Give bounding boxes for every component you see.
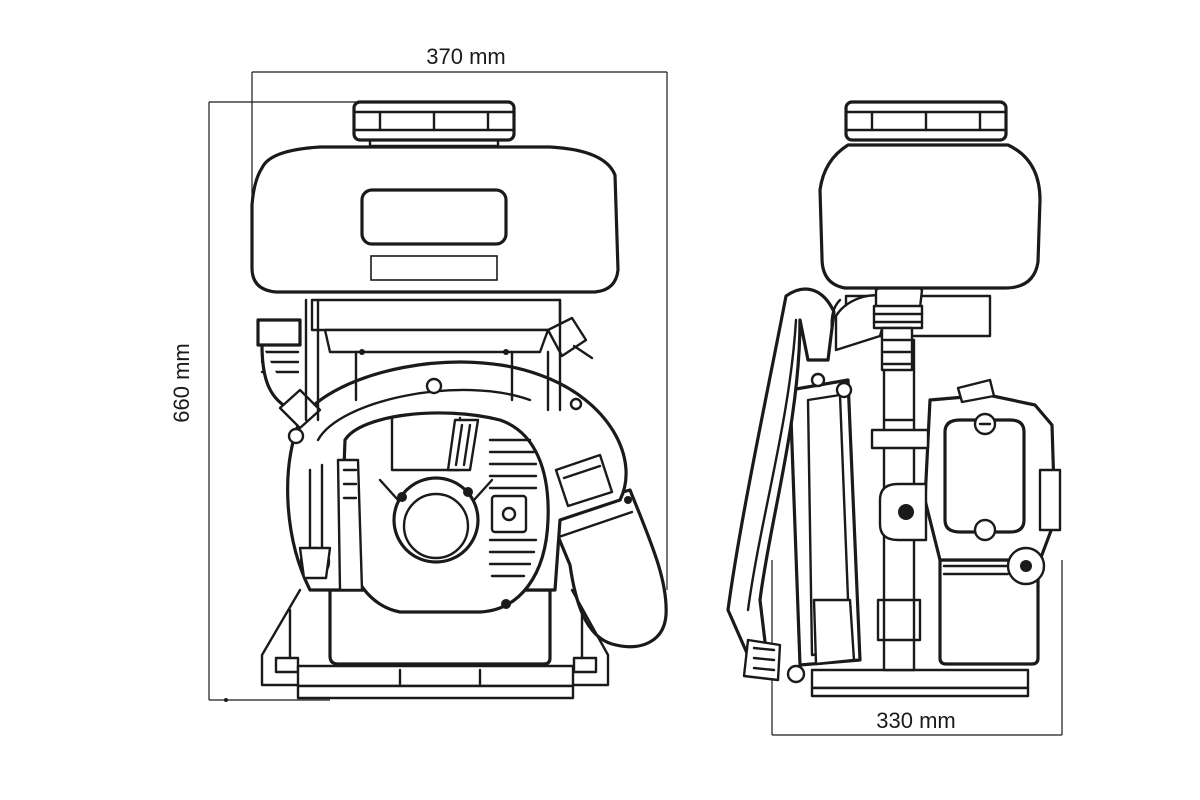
width-label: 370 mm [426,44,505,69]
side-tank-lid [844,100,1008,142]
blower-spout [546,488,668,649]
front-tank-lid [352,100,516,148]
side-view [726,100,1062,698]
depth-label: 330 mm [876,708,955,733]
dimension-width: 370 mm [251,44,668,590]
dimension-depth: 330 mm [771,560,1063,736]
tank-window [360,188,508,246]
dimension-height: 660 mm [169,101,360,702]
side-tank [818,143,1042,290]
height-label: 660 mm [169,343,194,422]
front-view [250,100,668,700]
cylinder-fins [488,438,538,578]
hose [256,318,302,347]
